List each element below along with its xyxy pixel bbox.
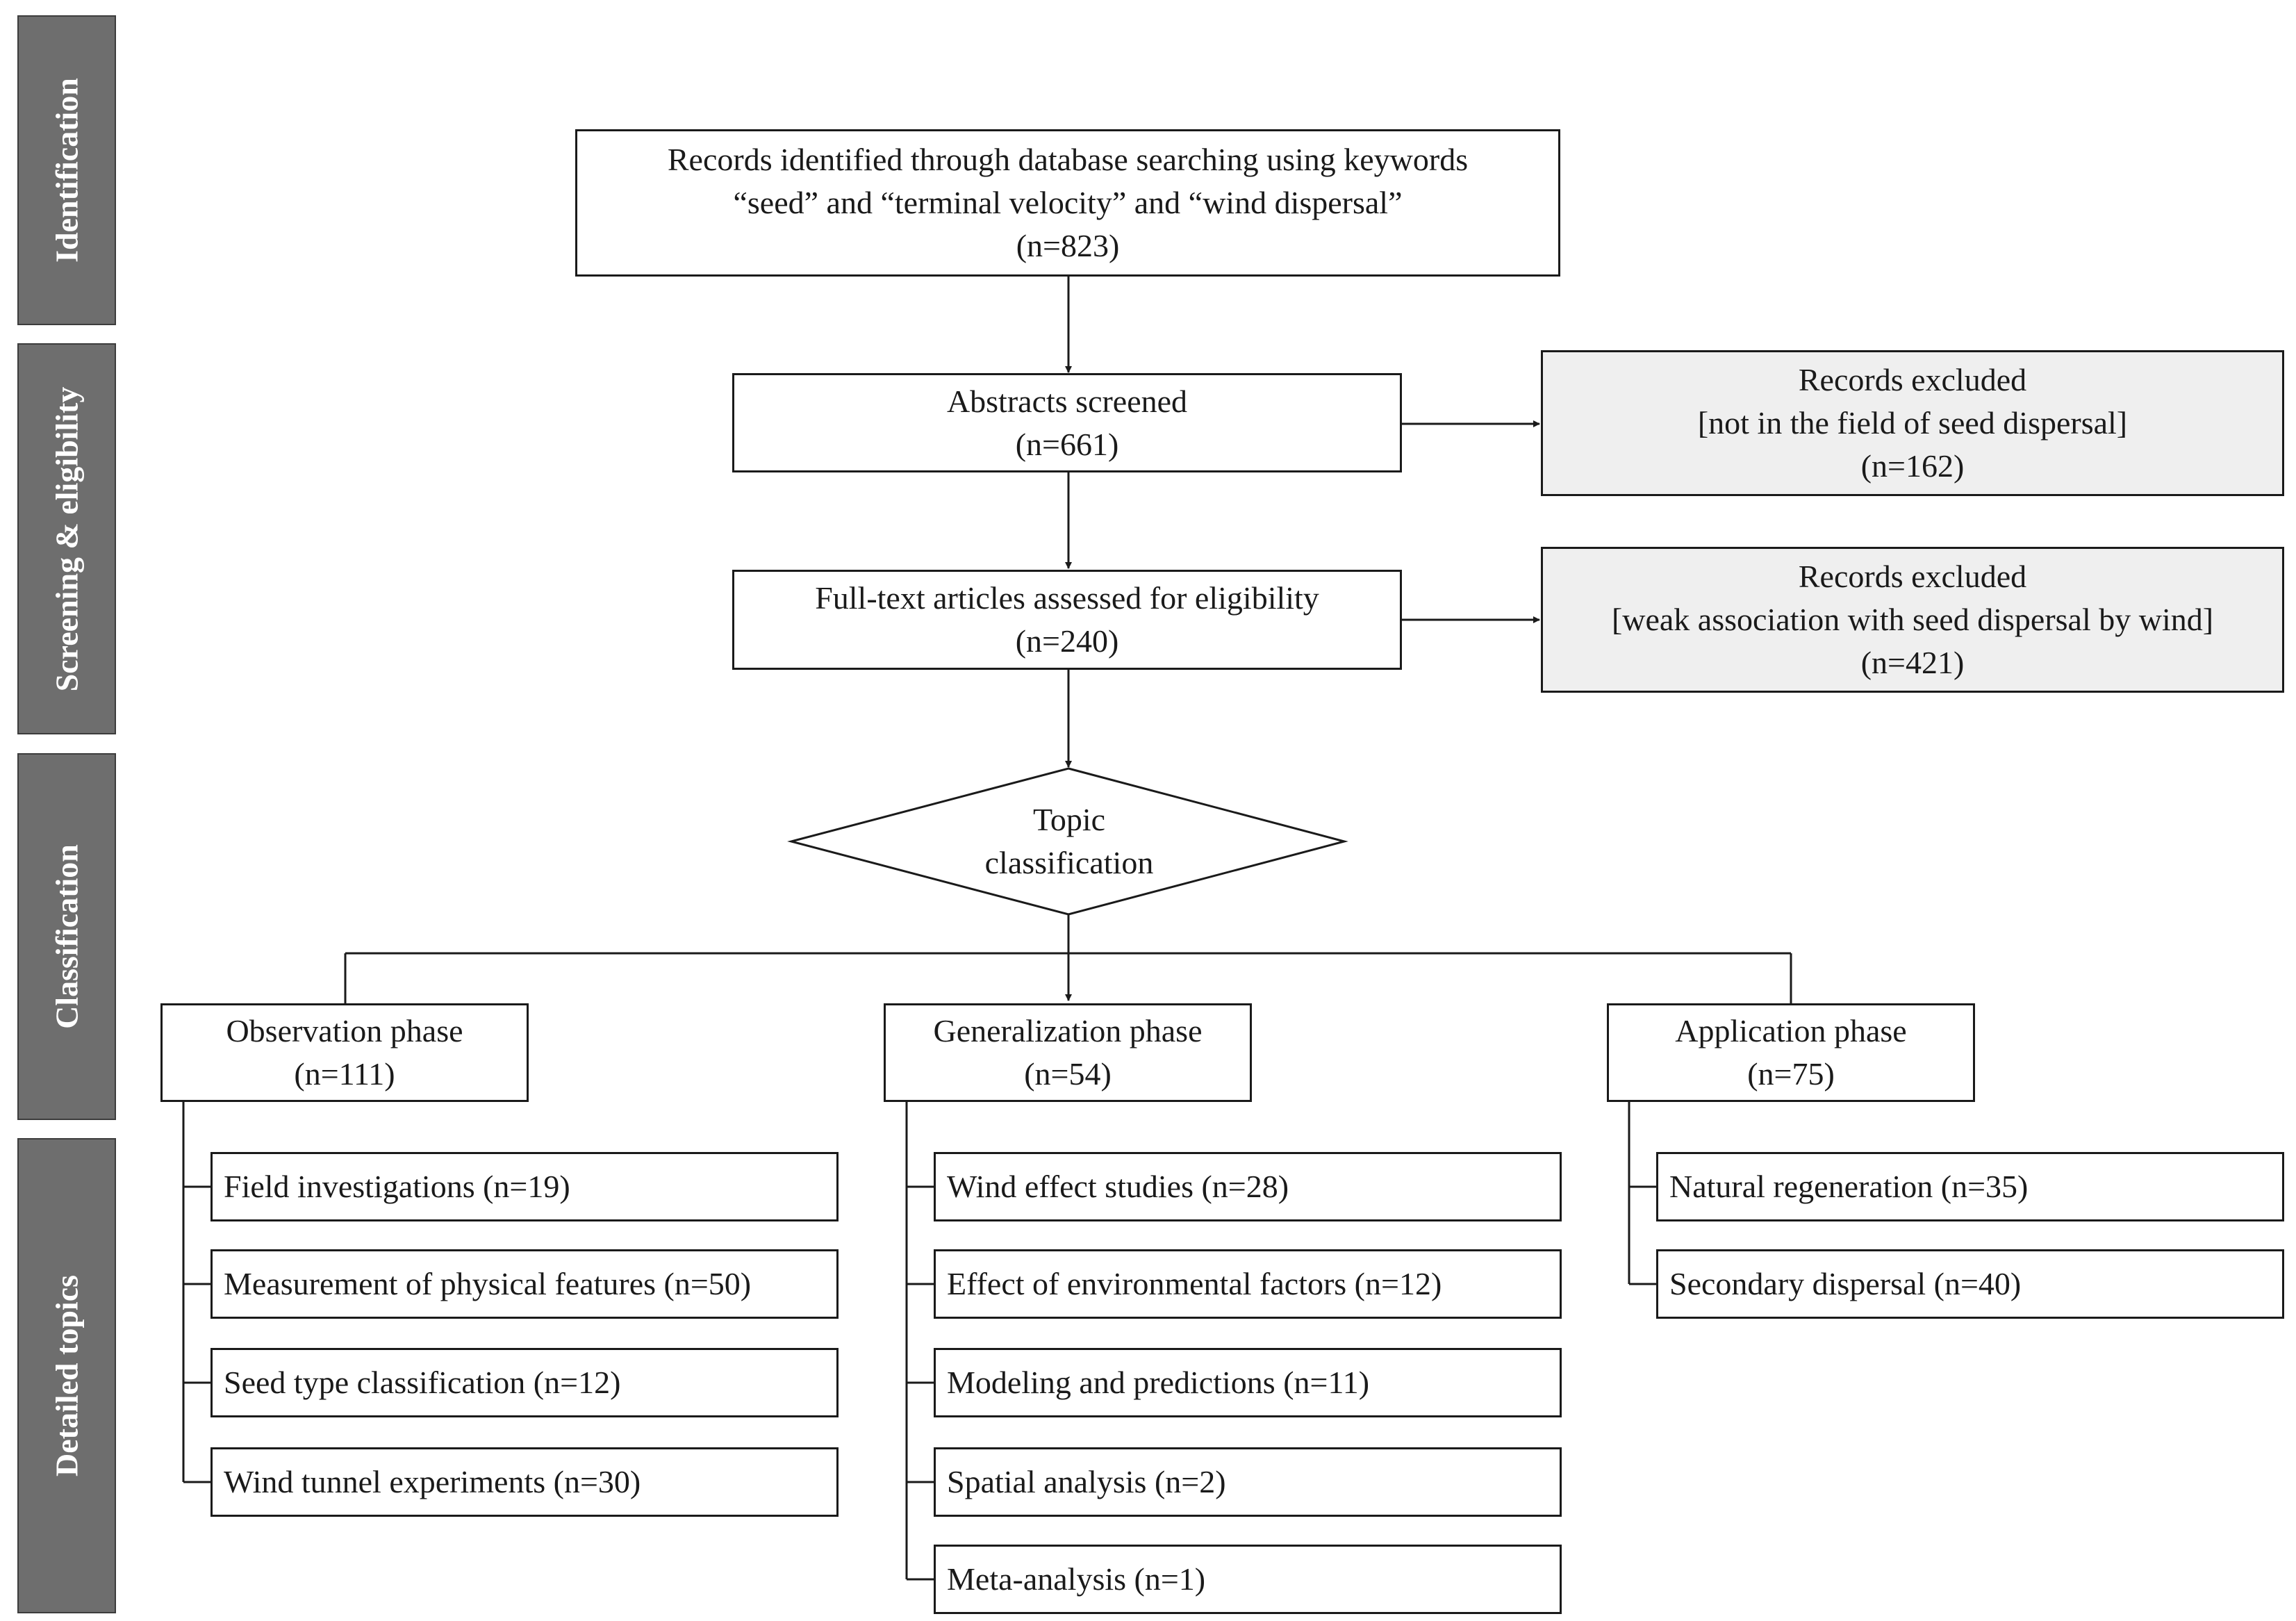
application-count: (n=75) <box>1747 1056 1835 1092</box>
topic-label: Wind effect studies (n=28) <box>947 1169 1289 1204</box>
topic-label: Secondary dispersal (n=40) <box>1669 1266 2022 1301</box>
observation-topic-1: Field investigations (n=19) <box>210 1152 839 1221</box>
generalization-phase-box: Generalization phase (n=54) <box>884 1003 1252 1102</box>
observation-topic-4: Wind tunnel experiments (n=30) <box>210 1447 839 1517</box>
excluded1-title: Records excluded <box>1798 362 2027 397</box>
topic-label: Natural regeneration (n=35) <box>1669 1169 2029 1204</box>
generalization-count: (n=54) <box>1024 1056 1112 1092</box>
records-excluded-box-1: Records excluded [not in the field of se… <box>1541 350 2284 496</box>
phase-screening-label: Screening & eligibility <box>49 386 85 691</box>
topic-label: Wind tunnel experiments (n=30) <box>224 1464 641 1499</box>
excluded2-reason: [weak association with seed dispersal by… <box>1611 602 2214 637</box>
application-topic-2: Secondary dispersal (n=40) <box>1656 1249 2284 1319</box>
observation-title: Observation phase <box>226 1013 463 1048</box>
excluded2-count: (n=421) <box>1860 645 1965 680</box>
phase-classification-label: Classification <box>49 844 85 1029</box>
generalization-topic-1: Wind effect studies (n=28) <box>934 1152 1562 1221</box>
generalization-topic-3: Modeling and predictions (n=11) <box>934 1348 1562 1417</box>
observation-phase-box: Observation phase (n=111) <box>160 1003 529 1102</box>
application-topic-1: Natural regeneration (n=35) <box>1656 1152 2284 1221</box>
generalization-topic-5: Meta-analysis (n=1) <box>934 1545 1562 1614</box>
excluded1-count: (n=162) <box>1860 448 1965 484</box>
abstracts-count: (n=661) <box>1015 426 1119 462</box>
observation-topic-3: Seed type classification (n=12) <box>210 1348 839 1417</box>
topic-label: Seed type classification (n=12) <box>224 1365 621 1400</box>
phase-identification: Identification <box>17 15 116 325</box>
phase-identification-label: Identification <box>49 78 85 263</box>
phase-detailed-label: Detailed topics <box>49 1274 85 1477</box>
phase-detailed: Detailed topics <box>17 1138 116 1613</box>
topic-label: Field investigations (n=19) <box>224 1169 570 1204</box>
observation-count: (n=111) <box>294 1056 395 1092</box>
generalization-title: Generalization phase <box>933 1013 1203 1048</box>
observation-topic-2: Measurement of physical features (n=50) <box>210 1249 839 1319</box>
records-identified-box: Records identified through database sear… <box>575 129 1560 277</box>
generalization-topic-2: Effect of environmental factors (n=12) <box>934 1249 1562 1319</box>
topic-label: Modeling and predictions (n=11) <box>947 1365 1370 1400</box>
records-excluded-box-2: Records excluded [weak association with … <box>1541 547 2284 693</box>
application-phase-box: Application phase (n=75) <box>1607 1003 1975 1102</box>
abstracts-screened-box: Abstracts screened (n=661) <box>732 373 1402 472</box>
phase-screening: Screening & eligibility <box>17 343 116 734</box>
records-line1: Records identified through database sear… <box>667 142 1469 177</box>
records-count: (n=823) <box>1016 228 1120 263</box>
excluded2-title: Records excluded <box>1798 559 2027 594</box>
topic-line1: Topic <box>1032 802 1106 837</box>
application-title: Application phase <box>1675 1013 1907 1048</box>
fulltext-assessed-box: Full-text articles assessed for eligibil… <box>732 570 1402 670</box>
topic-label: Measurement of physical features (n=50) <box>224 1266 752 1301</box>
topic-label: Effect of environmental factors (n=12) <box>947 1266 1442 1301</box>
topic-label: Spatial analysis (n=2) <box>947 1464 1226 1499</box>
topic-classification-label: Topic classification <box>930 798 1208 885</box>
abstracts-label: Abstracts screened <box>946 383 1188 419</box>
records-line2: “seed” and “terminal velocity” and “wind… <box>733 185 1403 220</box>
excluded1-reason: [not in the field of seed dispersal] <box>1697 405 2128 441</box>
fulltext-count: (n=240) <box>1015 623 1119 659</box>
fulltext-label: Full-text articles assessed for eligibil… <box>815 580 1319 616</box>
topic-line2: classification <box>984 845 1154 880</box>
topic-label: Meta-analysis (n=1) <box>947 1561 1206 1597</box>
topic-diamond <box>787 767 1348 916</box>
phase-classification: Classification <box>17 753 116 1120</box>
generalization-topic-4: Spatial analysis (n=2) <box>934 1447 1562 1517</box>
